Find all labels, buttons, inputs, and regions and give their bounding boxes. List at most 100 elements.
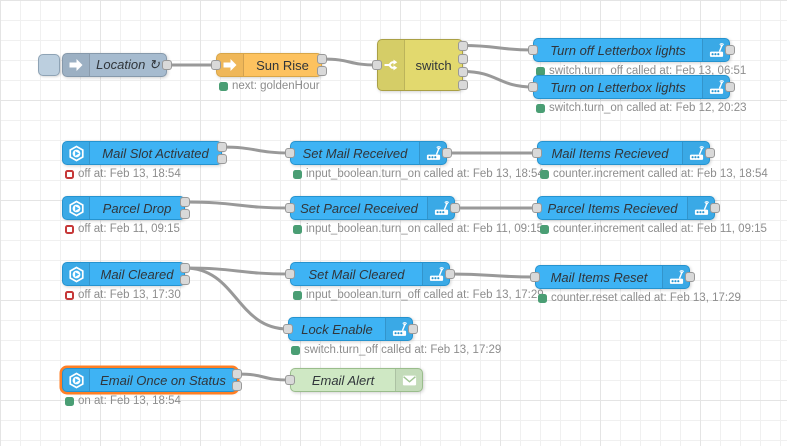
status-green-dot-icon (219, 81, 228, 91)
node-status: off at: Feb 13, 18:54 (65, 168, 181, 180)
router-icon (702, 76, 729, 98)
inject-button[interactable] (38, 54, 60, 76)
set-parcel-received-node[interactable]: Set Parcel Received (290, 196, 455, 220)
wire[interactable] (320, 57, 379, 67)
parcel-drop-node[interactable]: Parcel Drop (62, 196, 185, 220)
port[interactable] (458, 53, 468, 64)
mail-items-reset-node[interactable]: Mail Items Reset (535, 265, 690, 289)
port[interactable] (530, 272, 540, 282)
status-text: off at: Feb 11, 09:15 (78, 223, 180, 235)
port[interactable] (458, 79, 468, 90)
router-icon (419, 142, 446, 164)
port[interactable] (528, 45, 538, 55)
wire[interactable] (461, 44, 535, 52)
status-text: counter.increment called at: Feb 11, 09:… (553, 223, 767, 235)
status-text: switch.turn_on called at: Feb 12, 20:23 (549, 102, 747, 114)
port[interactable] (232, 381, 242, 391)
switch-node[interactable]: switch (377, 39, 463, 91)
router-icon (422, 263, 449, 285)
node-label: Turn off Letterbox lights (550, 42, 686, 58)
wire[interactable] (183, 266, 290, 331)
port[interactable] (283, 324, 293, 334)
node-status: next: goldenHour (219, 80, 320, 92)
wire[interactable] (448, 272, 537, 279)
wire[interactable] (183, 200, 292, 210)
port[interactable] (528, 82, 538, 92)
mail-cleared-node[interactable]: Mail Cleared (62, 262, 185, 286)
port[interactable] (211, 60, 221, 70)
port[interactable] (285, 375, 295, 385)
node-label: Set Mail Received (302, 145, 408, 161)
port[interactable] (162, 60, 172, 70)
email-alert-node[interactable]: Email Alert (290, 368, 423, 392)
turn-off-letterbox-lights-node[interactable]: Turn off Letterbox lights (533, 38, 730, 62)
arrow-right-icon (217, 54, 244, 76)
port[interactable] (450, 203, 460, 213)
status-text: counter.increment called at: Feb 13, 18:… (553, 168, 768, 180)
port[interactable] (180, 197, 190, 207)
port[interactable] (445, 269, 455, 279)
port[interactable] (180, 275, 190, 285)
turn-on-letterbox-lights-node[interactable]: Turn on Letterbox lights (533, 75, 730, 99)
status-green-dot-icon (293, 169, 302, 179)
mail-items-recieved-node[interactable]: Mail Items Recieved (537, 141, 710, 165)
node-label: Set Parcel Received (300, 200, 418, 216)
email-once-on-status-node[interactable]: Email Once on Status (62, 368, 237, 392)
lock-enable-node[interactable]: Lock Enable (288, 317, 413, 341)
node-label: Parcel Items Recieved (547, 200, 678, 216)
port[interactable] (705, 148, 715, 158)
port[interactable] (725, 45, 735, 55)
port[interactable] (685, 272, 695, 282)
status-text: off at: Feb 13, 18:54 (78, 168, 181, 180)
port[interactable] (180, 209, 190, 219)
fork-icon (378, 40, 405, 90)
node-status: counter.increment called at: Feb 13, 18:… (540, 168, 768, 180)
port[interactable] (532, 203, 542, 213)
wire[interactable] (220, 145, 292, 155)
port[interactable] (317, 54, 327, 64)
wire[interactable] (183, 266, 292, 276)
node-status: input_boolean.turn_off called at: Feb 13… (293, 289, 544, 301)
node-label: switch (415, 57, 452, 73)
port[interactable] (180, 263, 190, 273)
set-mail-received-node[interactable]: Set Mail Received (290, 141, 447, 165)
port[interactable] (285, 148, 295, 158)
port[interactable] (710, 203, 720, 213)
port[interactable] (285, 203, 295, 213)
port[interactable] (442, 148, 452, 158)
status-text: off at: Feb 13, 17:30 (78, 289, 181, 301)
parcel-items-recieved-node[interactable]: Parcel Items Recieved (537, 196, 715, 220)
sun-rise-node[interactable]: Sun Rise (216, 53, 322, 77)
status-text: next: goldenHour (232, 80, 320, 92)
hexagon-icon (63, 197, 90, 219)
status-green-dot-icon (536, 66, 545, 76)
node-label: Email Alert (311, 372, 375, 388)
wire[interactable] (235, 372, 292, 382)
wire[interactable] (461, 70, 535, 89)
status-green-dot-icon (540, 224, 549, 234)
port[interactable] (458, 66, 468, 77)
port[interactable] (725, 82, 735, 92)
port[interactable] (217, 154, 227, 164)
set-mail-cleared-node[interactable]: Set Mail Cleared (290, 262, 450, 286)
port[interactable] (285, 269, 295, 279)
hexagon-icon (63, 369, 90, 391)
status-red-ring-icon (65, 290, 74, 300)
status-green-dot-icon (293, 224, 302, 234)
mail-slot-activated-node[interactable]: Mail Slot Activated (62, 141, 222, 165)
port[interactable] (458, 40, 468, 51)
port[interactable] (372, 60, 382, 70)
node-label: Mail Cleared (100, 266, 174, 282)
node-status: switch.turn_on called at: Feb 12, 20:23 (536, 102, 747, 114)
status-text: input_boolean.turn_on called at: Feb 11,… (306, 223, 543, 235)
node-status: off at: Feb 11, 09:15 (65, 223, 180, 235)
location-node[interactable]: Location ↻ (62, 53, 167, 77)
node-status: counter.increment called at: Feb 11, 09:… (540, 223, 767, 235)
port[interactable] (317, 66, 327, 76)
port[interactable] (232, 369, 242, 379)
port[interactable] (408, 324, 418, 334)
port[interactable] (532, 148, 542, 158)
port[interactable] (217, 142, 227, 152)
node-status: switch.turn_off called at: Feb 13, 06:51 (536, 65, 746, 77)
